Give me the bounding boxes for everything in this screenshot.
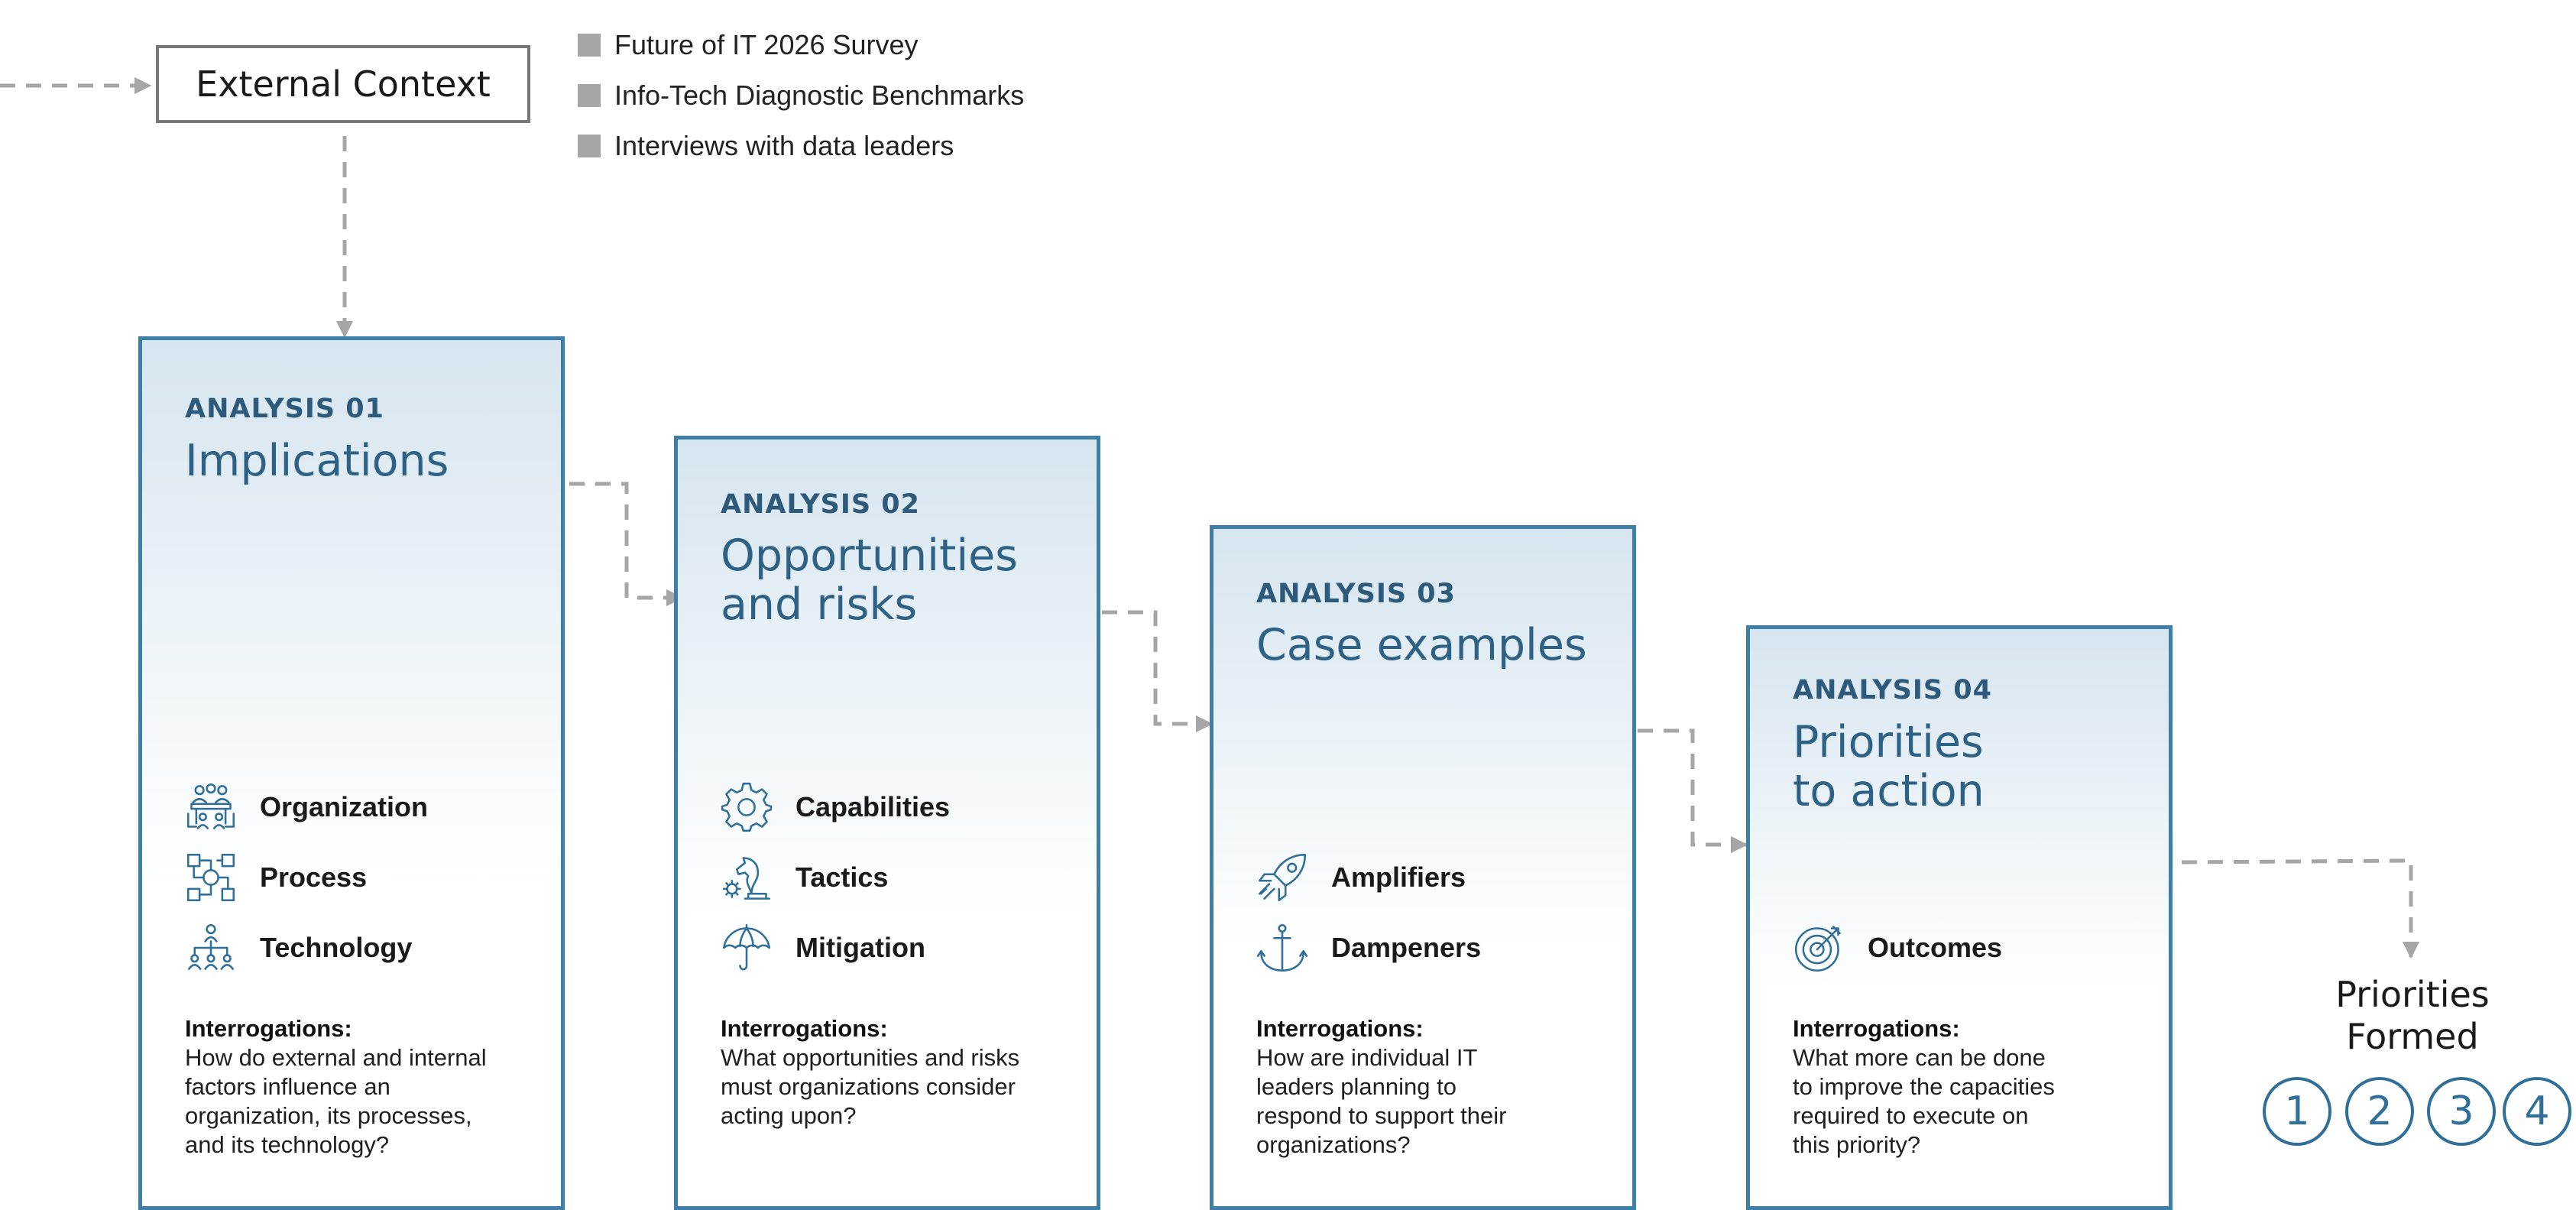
interrogation-line: this priority? (1793, 1131, 1921, 1158)
analysis-title-line: to action (1793, 766, 1985, 816)
interrogation-line: respond to support their (1256, 1102, 1507, 1129)
team-meeting-icon (186, 783, 235, 829)
analysis-kicker: ANALYSIS 04 (1793, 675, 1992, 706)
priorities-title-line: Formed (2346, 1016, 2479, 1057)
source-list: Future of IT 2026 Survey Info-Tech Diagn… (578, 20, 1024, 171)
analysis-item-label: Capabilities (795, 791, 951, 822)
analysis-title: Case examples (1256, 621, 1587, 670)
interrogation-line: and its technology? (185, 1131, 390, 1158)
analysis-item-label: Organization (260, 791, 429, 822)
analysis-01-card: ANALYSIS 01 Implications Organization Pr… (138, 336, 565, 1210)
priority-number-badge: 2 (2345, 1077, 2414, 1146)
analysis-item: Outcomes (1793, 917, 2002, 978)
analysis-item: Process (185, 847, 367, 908)
analysis-title: Implications (185, 436, 449, 485)
interrogation-line: acting upon? (721, 1102, 857, 1129)
interrogation-line: required to execute on (1793, 1102, 2029, 1129)
analysis-item-label: Outcomes (1868, 932, 2003, 963)
chess-knight-icon (722, 857, 771, 900)
interrogations-heading: Interrogations: (721, 1015, 888, 1042)
gear-icon (721, 782, 773, 832)
interrogation-line: leaders planning to (1256, 1073, 1456, 1100)
interrogations-heading: Interrogations: (1793, 1015, 1960, 1042)
source-label: Info-Tech Diagnostic Benchmarks (614, 79, 1025, 111)
analysis-title-line: Opportunities (721, 530, 1018, 581)
external-context-box: External Context (156, 45, 530, 123)
interrogation-line: How are individual IT (1256, 1044, 1478, 1071)
arrow-analysis-02-to-03 (1102, 610, 1213, 733)
source-label: Future of IT 2026 Survey (614, 29, 919, 60)
org-network-icon (188, 923, 234, 970)
analysis-04-card: ANALYSIS 04 Priorities to action Outcome… (1746, 625, 2173, 1210)
square-bullet-icon (578, 135, 601, 157)
analysis-item: Capabilities (721, 777, 950, 838)
analysis-title: Priorities to action (1793, 718, 1985, 816)
interrogation-line: must organizations consider (721, 1073, 1016, 1100)
source-label: Interviews with data leaders (614, 130, 954, 161)
analysis-item: Mitigation (721, 917, 925, 978)
arrow-analysis-03-to-04 (1638, 728, 1748, 854)
interrogation-line: organizations? (1256, 1131, 1411, 1158)
arrow-analysis-04-to-priorities (2181, 858, 2420, 959)
priorities-title: Priorities Formed (2294, 974, 2531, 1058)
analysis-item: Tactics (721, 847, 888, 908)
priority-number-badge: 4 (2503, 1077, 2571, 1146)
analysis-item-label: Mitigation (795, 932, 925, 963)
interrogation-line: What more can be done (1793, 1044, 2046, 1071)
analysis-item: Organization (185, 777, 428, 838)
analysis-item: Dampeners (1256, 917, 1481, 978)
analysis-03-card: ANALYSIS 03 Case examples Amplifiers Dam… (1210, 525, 1636, 1210)
analysis-title-line: Priorities (1793, 717, 1984, 767)
interrogation-line: How do external and internal (185, 1044, 487, 1071)
interrogations-block: Interrogations: What more can be done to… (1793, 1014, 2055, 1160)
analysis-title-line: and risks (721, 579, 918, 630)
interrogation-line: organization, its processes, (185, 1102, 472, 1129)
analysis-item-label: Process (260, 861, 368, 893)
interrogations-block: Interrogations: How do external and inte… (185, 1014, 487, 1160)
priority-number-badge: 3 (2427, 1077, 2496, 1146)
interrogations-heading: Interrogations: (185, 1015, 352, 1042)
analysis-item-label: Dampeners (1331, 932, 1482, 963)
analysis-item: Amplifiers (1256, 847, 1466, 908)
analysis-item: Technology (185, 917, 412, 978)
source-item: Future of IT 2026 Survey (578, 20, 1024, 70)
analysis-02-card: ANALYSIS 02 Opportunities and risks Capa… (674, 436, 1100, 1210)
analysis-kicker: ANALYSIS 01 (185, 394, 384, 424)
analysis-item-label: Technology (260, 932, 413, 963)
square-bullet-icon (578, 34, 601, 57)
umbrella-icon (722, 923, 771, 971)
analysis-kicker: ANALYSIS 03 (1256, 579, 1456, 609)
source-item: Interviews with data leaders (578, 121, 1024, 171)
rocket-icon (1258, 853, 1307, 902)
interrogations-block: Interrogations: How are individual IT le… (1256, 1014, 1506, 1160)
anchor-icon (1256, 923, 1308, 972)
interrogations-block: Interrogations: What opportunities and r… (721, 1014, 1019, 1131)
priorities-title-line: Priorities (2335, 974, 2490, 1015)
analysis-title-line: Case examples (1256, 620, 1587, 670)
process-flow-icon (186, 853, 235, 902)
interrogation-line: to improve the capacities (1793, 1073, 2055, 1100)
analysis-kicker: ANALYSIS 02 (721, 489, 920, 520)
target-icon (1794, 926, 1841, 972)
arrow-analysis-01-to-02 (569, 482, 684, 607)
source-item: Info-Tech Diagnostic Benchmarks (578, 70, 1024, 121)
square-bullet-icon (578, 84, 601, 107)
analysis-title-line: Implications (185, 436, 449, 486)
interrogation-line: factors influence an (185, 1073, 390, 1100)
analysis-item-label: Tactics (795, 861, 889, 893)
interrogations-heading: Interrogations: (1256, 1015, 1424, 1042)
external-context-label: External Context (196, 63, 491, 105)
analysis-title: Opportunities and risks (721, 531, 1018, 629)
interrogation-line: What opportunities and risks (721, 1044, 1020, 1071)
priority-number-badge: 1 (2263, 1077, 2331, 1146)
analysis-item-label: Amplifiers (1331, 861, 1466, 893)
